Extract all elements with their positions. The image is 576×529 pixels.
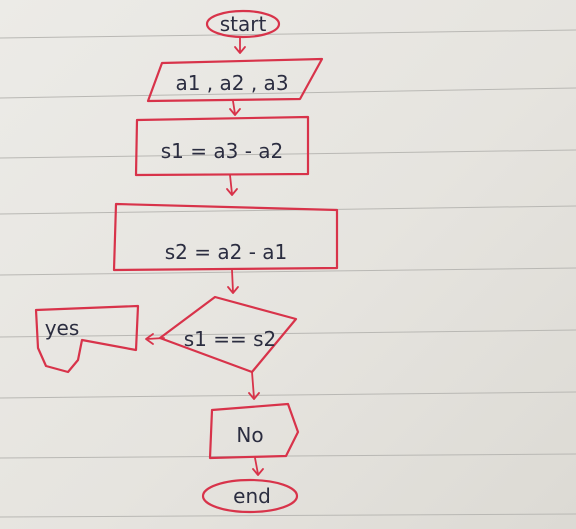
- start-label: start: [220, 12, 267, 36]
- yes-label: yes: [45, 316, 80, 340]
- input-parallelogram: a1 , a2 , a3: [146, 57, 324, 103]
- arrow-start-input: [234, 37, 246, 54]
- yes-box: yes: [34, 304, 140, 374]
- process-1-label: s1 = a3 - a2: [161, 139, 284, 163]
- process-box-2: s2 = a2 - a1: [112, 202, 339, 272]
- start-terminal: start: [205, 9, 281, 39]
- arrow-process1-process2: [226, 174, 238, 196]
- input-label: a1 , a2 , a3: [175, 71, 288, 95]
- notebook-rules: [0, 29, 576, 518]
- end-terminal: end: [201, 478, 299, 514]
- decision-diamond: s1 == s2: [158, 295, 298, 374]
- no-box: No: [208, 402, 300, 460]
- no-label: No: [236, 423, 263, 447]
- process-2-label: s2 = a2 - a1: [165, 240, 288, 264]
- arrow-decision-no: [248, 371, 260, 400]
- decision-label: s1 == s2: [184, 327, 277, 351]
- process-box-1: s1 = a3 - a2: [134, 115, 310, 177]
- arrow-decision-yes: [145, 333, 165, 345]
- end-label: end: [233, 484, 271, 508]
- arrow-process2-decision: [227, 269, 239, 294]
- arrow-input-process1: [229, 100, 241, 116]
- arrow-no-end: [252, 457, 264, 476]
